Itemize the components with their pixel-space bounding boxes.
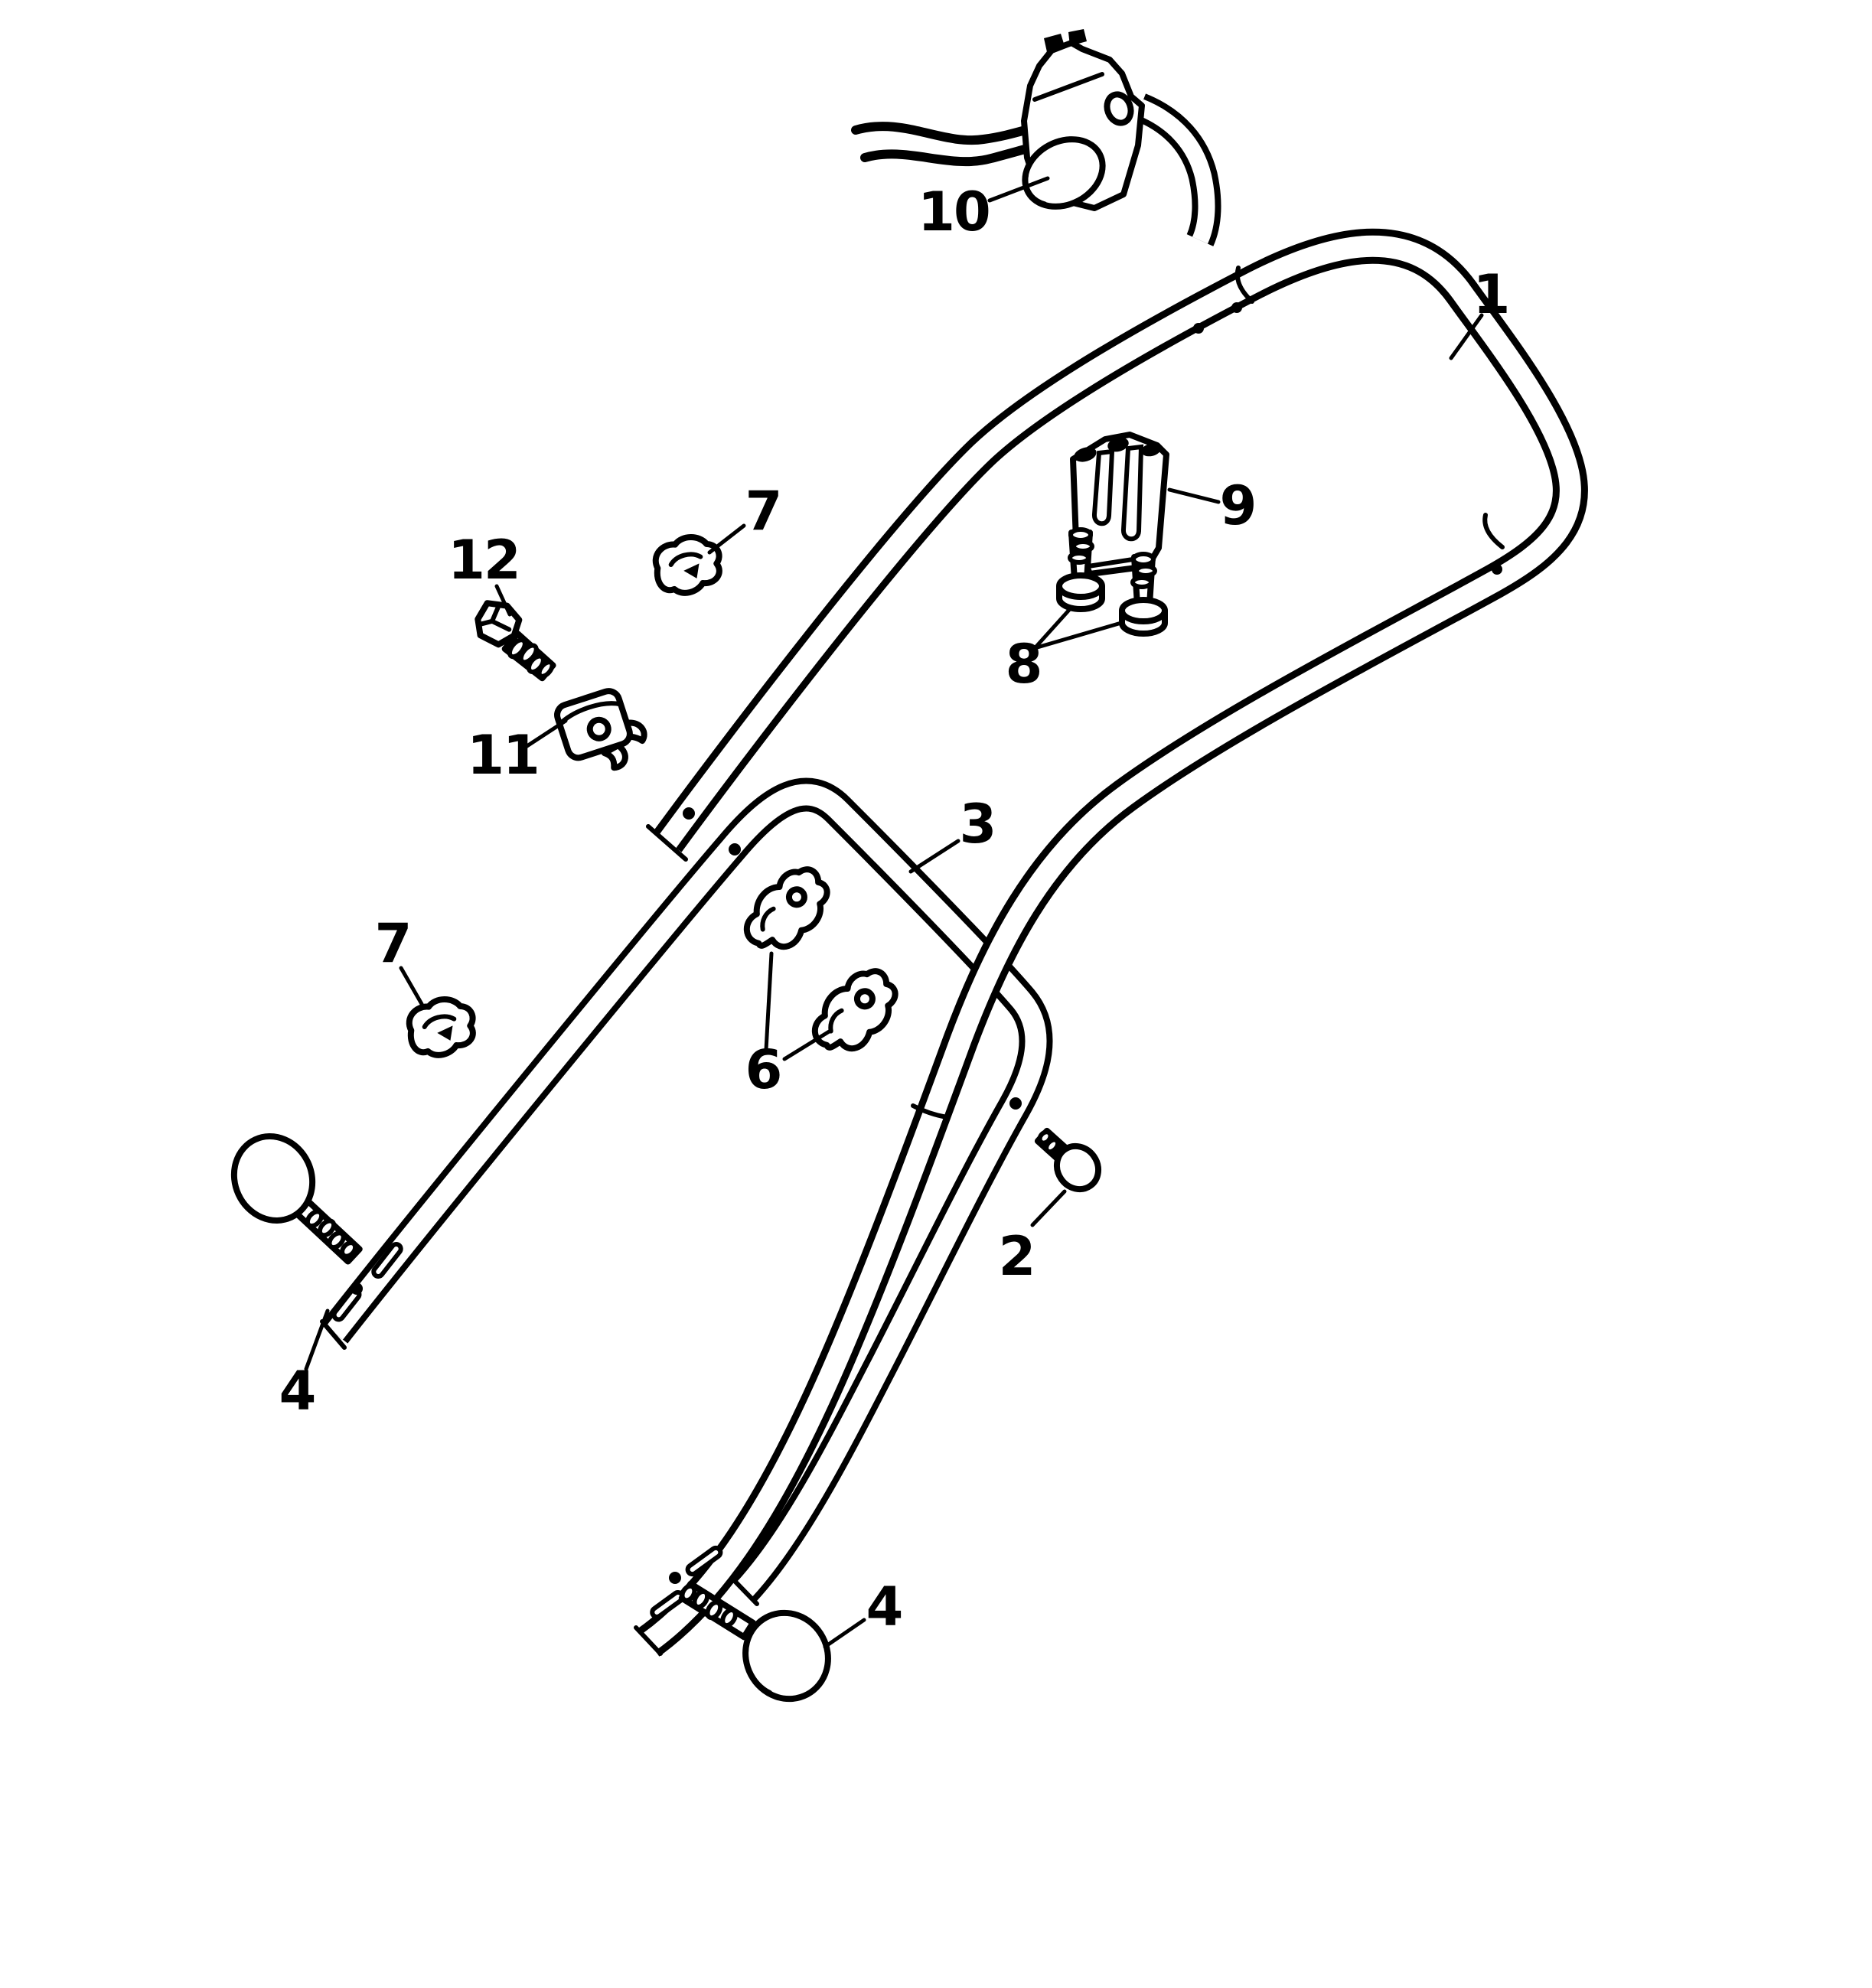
bracket-finger-tips xyxy=(1074,437,1161,462)
leader-lines xyxy=(304,176,1484,1649)
switch-box xyxy=(851,29,1221,246)
clamp-clip-11 xyxy=(554,688,647,771)
cable-guide-bracket xyxy=(1070,432,1169,577)
callout-label-10: 10 xyxy=(918,181,990,243)
callout-label-8: 8 xyxy=(1005,633,1043,696)
knob-screw-4-left xyxy=(230,1133,363,1265)
leader-11 xyxy=(523,719,568,749)
leader-6a xyxy=(764,951,774,1052)
callout-label-11: 11 xyxy=(467,724,540,787)
cable-clip-7-lower xyxy=(406,996,476,1058)
leader-3 xyxy=(908,839,960,874)
callout-label-3: 3 xyxy=(959,793,997,855)
callout-label-2: 2 xyxy=(998,1225,1036,1288)
leader-4L xyxy=(304,1308,330,1371)
leader-7B xyxy=(399,966,424,1006)
callout-label-4-bottom: 4 xyxy=(866,1576,904,1638)
leader-8a xyxy=(1032,608,1071,650)
callout-label-7-upper: 7 xyxy=(745,480,783,543)
leader-8b xyxy=(1032,621,1124,650)
upper-handle-tube xyxy=(634,228,1588,1657)
leader-6b xyxy=(782,1028,833,1061)
leader-9 xyxy=(1167,487,1221,504)
washer-screw-8b xyxy=(1119,552,1168,637)
cable-clip-6b xyxy=(811,968,898,1052)
leader-10 xyxy=(987,176,1050,203)
lower-handle-tube xyxy=(320,777,1053,1606)
leader-12 xyxy=(494,584,512,617)
callout-label-6: 6 xyxy=(745,1038,783,1101)
screw-2 xyxy=(1034,1127,1102,1193)
leader-2 xyxy=(1030,1189,1067,1227)
hex-screw-12 xyxy=(475,600,556,682)
cable-strand xyxy=(860,141,1044,167)
callout-label-7-lower: 7 xyxy=(374,912,413,975)
cable-clip-7-upper xyxy=(652,534,722,596)
leader-1 xyxy=(1449,313,1484,360)
callout-label-1: 1 xyxy=(1472,263,1511,326)
callout-label-9: 9 xyxy=(1219,474,1257,537)
cable-clip-6a xyxy=(743,866,830,950)
washer-screw-8a xyxy=(1056,527,1105,612)
leader-4B xyxy=(823,1618,866,1649)
knob-screw-4-bottom xyxy=(678,1580,831,1703)
cable-strand xyxy=(851,122,1042,145)
callout-label-12: 12 xyxy=(448,529,520,592)
callout-label-4-left: 4 xyxy=(279,1360,317,1423)
leader-7T xyxy=(707,523,746,555)
